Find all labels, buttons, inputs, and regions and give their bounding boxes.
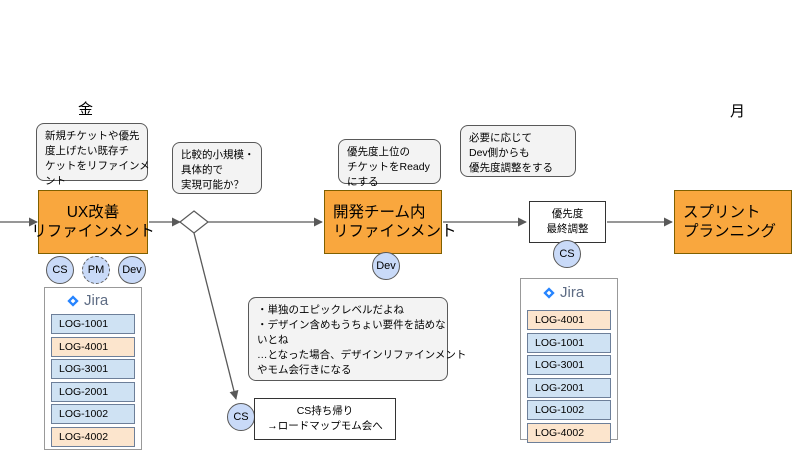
bubble-line: 比較的小規模・ [181,149,255,161]
jira-label: Jira [560,284,585,301]
jira-ticket[interactable]: LOG-4001 [527,310,611,330]
jira-ticket[interactable]: LOG-1002 [51,404,135,424]
process-label: リファインメント [333,223,457,240]
jira-ticket[interactable]: LOG-2001 [527,377,611,398]
bubble-epic-note: ・単独のエピックレベルだよね ・デザイン含めもうちょい要件を詰めな いとね …と… [248,297,467,381]
jira-header-before: Jira [66,292,108,309]
process-label: スプリント [683,204,761,221]
bubble-line: …となった場合、デザインリファインメント [257,349,467,361]
bubble-line: いとね [257,334,289,346]
bubble-refinement-note: 新規チケットや優先 度上げたい既存チ ケットをリファインメ ント [36,123,150,187]
bubble-line: ・単独のエピックレベルだよね [257,304,404,316]
role-cs-takeback: CS [227,403,255,431]
jira-ticket[interactable]: LOG-4001 [51,336,135,357]
jira-logo-icon [67,294,79,307]
bubble-line: 必要に応じて [469,132,532,144]
bubble-line: 優先度調整をする [469,162,553,174]
jira-ticket[interactable]: LOG-1002 [527,400,611,420]
bubble-line: チケットをReady [347,161,430,173]
bubble-adjust-note: 必要に応じて Dev側からも 優先度調整をする [460,125,576,177]
jira-ticket[interactable]: LOG-3001 [527,355,611,375]
process-final-priority[interactable]: 優先度 最終調整 [529,201,606,243]
bubble-line: にする [347,176,379,188]
jira-header-after: Jira [542,284,584,301]
day-label-monday: 月 [730,103,746,120]
arrow-decision-to-takeback [193,232,239,400]
process-label: 最終調整 [546,223,589,235]
decision-diamond [179,210,209,234]
bubble-line: 新規チケットや優先 [45,130,140,142]
jira-label: Jira [84,292,109,309]
role-dev-team: Dev [372,252,400,280]
bubble-decision-note: 比較的小規模・ 具体的で 実現可能か？ [172,142,262,194]
role-pm: PM [82,256,110,284]
bubble-line: やモム会行きになる [257,364,352,376]
process-label: リファインメント [31,223,155,240]
bubble-line: ・デザイン含めもうちょい要件を詰めな [257,319,446,331]
jira-ticket[interactable]: LOG-2001 [51,381,135,402]
role-cs: CS [46,256,74,284]
bubble-line: 優先度上位の [347,146,410,158]
process-label: UX改善 [66,204,120,221]
jira-ticket[interactable]: LOG-4002 [51,426,135,447]
bubble-line: ケットをリファインメ [45,160,150,172]
jira-ticket[interactable]: LOG-4002 [527,422,611,443]
jira-logo-icon [543,286,555,299]
process-ux-refinement[interactable]: UX改善 リファインメント [31,190,155,254]
role-dev: Dev [118,256,146,284]
process-cs-takeback[interactable]: CS持ち帰り →ロードマップモム会へ [254,398,396,440]
process-label: プランニング [683,223,777,240]
process-dev-refinement[interactable]: 開発チーム内 リファインメント [324,190,457,254]
bubble-line: Dev側からも [469,147,530,159]
bubble-line: 度上げたい既存チ [45,145,129,157]
process-label: →ロードマップモム会へ [267,420,383,432]
jira-ticket[interactable]: LOG-3001 [51,359,135,379]
bubble-line: 具体的で [181,164,223,176]
process-label: 開発チーム内 [333,204,426,221]
jira-ticket[interactable]: LOG-1001 [527,332,611,353]
process-label: 優先度 [551,208,584,220]
day-label-friday: 金 [78,101,94,118]
bubble-ready-note: 優先度上位の チケットをReady にする [338,139,441,188]
process-label: CS持ち帰り [296,405,354,417]
bubble-line: 実現可能か？ [181,179,244,191]
process-sprint-planning[interactable]: スプリント プランニング [674,190,792,254]
role-cs-final: CS [553,240,581,268]
bubble-line: ント [45,175,66,187]
jira-ticket[interactable]: LOG-1001 [51,314,135,334]
